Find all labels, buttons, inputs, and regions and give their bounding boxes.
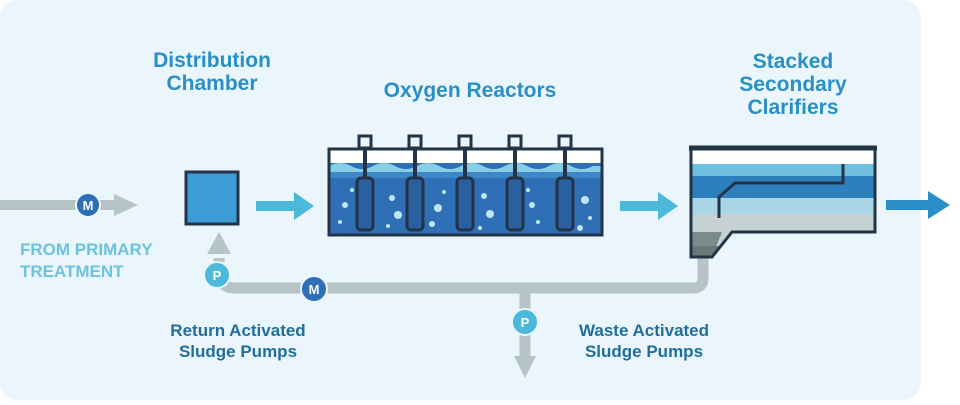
return-pumps-label: Return Activated Sludge Pumps [128, 320, 348, 362]
reactor-agitators [355, 134, 575, 232]
flow-arrows [256, 192, 678, 220]
stacked-clarifiers-line-3: Clarifiers [747, 96, 839, 119]
from-primary-label: FROM PRIMARY TREATMENT [20, 239, 210, 283]
distribution-chamber-line-1: Distribution [153, 49, 271, 72]
waste-pumps-line-2: Sludge Pumps [584, 342, 704, 361]
waste-pump-badge: P [511, 308, 539, 336]
return-pipe-arrowhead [207, 232, 231, 254]
return-pump-letter: P [213, 268, 222, 283]
oxygen-reactors-tank [327, 134, 604, 237]
inflow-arrowhead [114, 194, 138, 216]
distribution-chamber-box [184, 170, 240, 226]
distribution-chamber-label: Distribution Chamber [112, 49, 312, 95]
waste-pump-letter: P [521, 315, 530, 330]
inflow-motor-badge: M [75, 192, 101, 218]
return-pumps-line-1: Return Activated [170, 321, 306, 340]
return-motor-badge: M [300, 275, 328, 303]
inflow-motor-letter: M [83, 198, 94, 213]
waste-pumps-line-1: Waste Activated [578, 321, 710, 340]
outflow-arrow [886, 191, 950, 219]
clarifier-baffle [717, 164, 845, 218]
distribution-chamber-line-2: Chamber [166, 72, 258, 95]
stacked-clarifiers-line-2: Secondary [739, 73, 847, 96]
from-primary-line-2: TREATMENT [20, 262, 124, 281]
return-motor-letter: M [309, 282, 320, 297]
stacked-clarifiers-label: Stacked Secondary Clarifiers [693, 50, 893, 119]
from-primary-line-1: FROM PRIMARY [20, 240, 153, 259]
stacked-clarifiers-line-1: Stacked [752, 50, 834, 73]
waste-pumps-label: Waste Activated Sludge Pumps [534, 320, 754, 362]
clarifier-tank [689, 145, 877, 259]
return-pump-badge: P [203, 261, 231, 289]
waste-pipe-arrowhead [514, 356, 536, 378]
reactor-bubbles [338, 188, 592, 231]
return-pumps-line-2: Sludge Pumps [178, 342, 298, 361]
oxygen-reactors-label: Oxygen Reactors [383, 79, 557, 102]
